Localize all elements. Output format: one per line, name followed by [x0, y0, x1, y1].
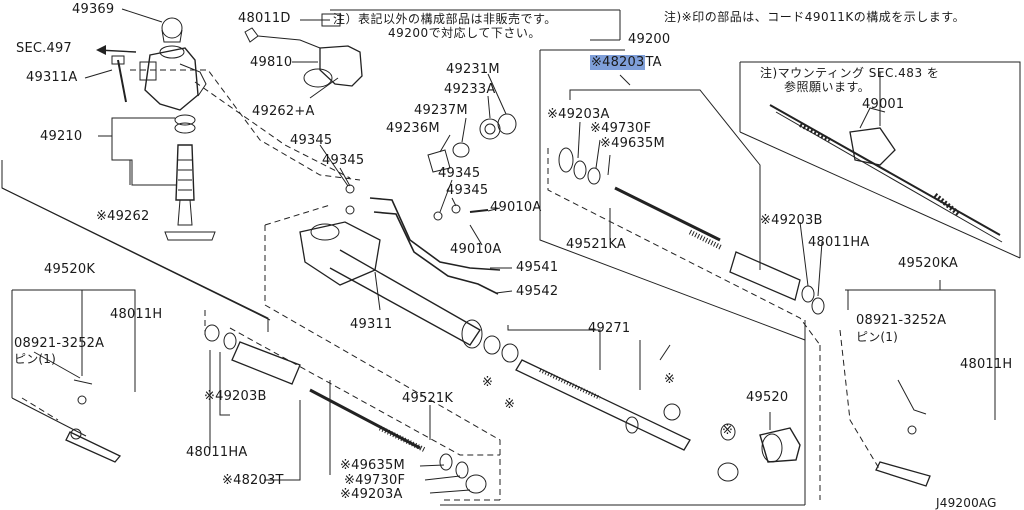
star-marker-4: ※	[722, 423, 734, 438]
part-label-49520[interactable]: 49520	[746, 390, 789, 405]
note-non-sale-line1: 注）表記以外の構成部品は非販売です。	[333, 12, 557, 26]
part-label-49345-d[interactable]: 49345	[446, 183, 489, 198]
part-label-49311a[interactable]: 49311A	[26, 70, 78, 85]
part-label-49345-b[interactable]: 49345	[322, 153, 365, 168]
part-label-49345-a[interactable]: 49345	[290, 133, 333, 148]
part-label-49001[interactable]: 49001	[862, 97, 905, 112]
part-label-49237m[interactable]: 49237M	[414, 103, 468, 118]
part-label-49203a-bottom[interactable]: ※49203A	[340, 487, 403, 502]
part-label-49236m[interactable]: 49236M	[386, 121, 440, 136]
small-parts	[345, 113, 517, 295]
part-label-49271[interactable]: 49271	[588, 321, 631, 336]
part-label-49810[interactable]: 49810	[250, 55, 293, 70]
leader-lines	[33, 8, 941, 494]
note-non-sale-line2: 49200で対応して下さい。	[388, 26, 541, 40]
part-label-49203a-top[interactable]: ※49203A	[547, 107, 610, 122]
note-mounting-line1: 注)マウンティング SEC.483 を	[760, 66, 940, 80]
sensor-assembly	[244, 13, 363, 88]
note-mounting-line2: 参照願います。	[784, 80, 871, 94]
part-label-49311[interactable]: 49311	[350, 317, 393, 332]
part-label-49262a[interactable]: 49262+A	[252, 104, 315, 119]
star-marker-1: ※	[482, 375, 494, 390]
part-label-49210[interactable]: 49210	[40, 129, 83, 144]
part-label-48011ha-right[interactable]: 48011HA	[808, 235, 870, 250]
outer-tie-rod-ends	[65, 379, 931, 487]
part-label-48011h-left[interactable]: 48011H	[110, 307, 163, 322]
part-label-49541[interactable]: 49541	[516, 260, 559, 275]
part-label-49345-c[interactable]: 49345	[438, 166, 481, 181]
right-tie-rod	[558, 147, 825, 315]
part-label-49520ka[interactable]: 49520KA	[898, 256, 958, 271]
part-label-49203b-left[interactable]: ※49203B	[204, 389, 267, 404]
part-label-49521k[interactable]: 49521K	[402, 391, 454, 406]
part-label-49262[interactable]: ※49262	[96, 209, 150, 224]
left-tie-rod	[204, 324, 487, 494]
part-label-48011d[interactable]: 48011D	[238, 11, 291, 26]
pin-note-left: ピン(1)	[14, 352, 56, 366]
complete-assembly	[769, 104, 1003, 243]
star-marker-2: ※	[504, 397, 516, 412]
part-label-08921-right[interactable]: 08921-3252A	[856, 313, 947, 328]
part-label-49542[interactable]: 49542	[516, 284, 559, 299]
part-suffix: TA	[645, 55, 662, 70]
part-label-49200[interactable]: 49200	[628, 32, 671, 47]
note-star-parts: 注)※印の部品は、コード49011Kの構成を示します。	[664, 10, 966, 24]
part-label-49010a-b[interactable]: 49010A	[450, 242, 502, 257]
diagram-code: J49200AG	[936, 496, 997, 510]
part-label-49520k[interactable]: 49520K	[44, 262, 96, 277]
part-label-49233a[interactable]: 49233A	[444, 82, 496, 97]
part-label-48011h-right[interactable]: 48011H	[960, 357, 1013, 372]
part-label-48011ha-left[interactable]: 48011HA	[186, 445, 248, 460]
part-label-49010a-a[interactable]: 49010A	[490, 200, 542, 215]
frame-lines	[1, 9, 1021, 506]
dashed-frames	[21, 69, 881, 501]
part-label-49231m[interactable]: 49231M	[446, 62, 500, 77]
part-label-08921-left[interactable]: 08921-3252A	[14, 336, 105, 351]
part-label-49730f-top[interactable]: ※49730F	[590, 121, 652, 136]
part-label-49730f-bottom[interactable]: ※49730F	[344, 473, 406, 488]
section-ref-497[interactable]: SEC.497	[16, 41, 72, 56]
part-label-49369[interactable]: 49369	[72, 2, 115, 17]
pin-note-right: ピン(1)	[856, 330, 898, 344]
part-label-49635m-bottom[interactable]: ※49635M	[340, 458, 405, 473]
rack-bar	[515, 359, 801, 482]
part-label-49635m-top[interactable]: ※49635M	[600, 136, 665, 151]
rack-housing	[299, 221, 519, 363]
part-label-48203ta[interactable]: ※48203TA	[590, 55, 662, 70]
part-label-49521ka[interactable]: 49521KA	[566, 237, 626, 252]
highlighted-part-number: ※48203	[590, 55, 646, 70]
sec-arrow	[96, 45, 137, 55]
star-marker-3: ※	[664, 372, 676, 387]
part-label-49203b-right[interactable]: ※49203B	[760, 213, 823, 228]
gear-housing	[111, 17, 216, 241]
part-label-48203t[interactable]: ※48203T	[222, 473, 284, 488]
